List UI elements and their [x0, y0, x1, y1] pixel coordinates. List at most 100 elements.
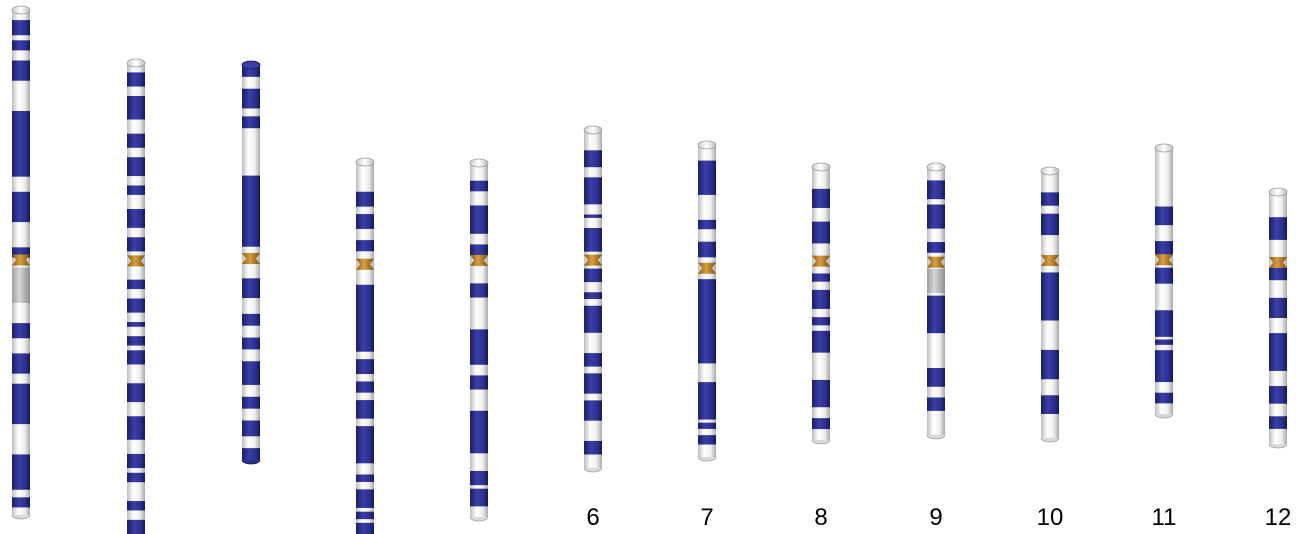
dark-band: [812, 418, 830, 429]
dark-band: [1041, 192, 1059, 205]
dark-band: [242, 338, 260, 350]
chromosome-label: 9: [916, 503, 956, 533]
dark-band: [1155, 340, 1173, 345]
dark-band: [12, 384, 30, 424]
dark-band: [127, 237, 145, 251]
dark-band: [584, 373, 602, 393]
dark-band: [1269, 217, 1287, 240]
bottom-cap: [470, 517, 488, 521]
dark-band: [127, 299, 145, 313]
dark-band: [698, 382, 716, 419]
dark-band: [927, 368, 945, 387]
dark-band: [812, 380, 830, 407]
top-cap: [470, 159, 488, 167]
dark-band: [584, 400, 602, 420]
chromosome-label: 11: [1144, 503, 1184, 533]
dark-band: [356, 400, 374, 419]
dark-band: [12, 20, 30, 35]
dark-band: [812, 273, 830, 281]
chromosome-label: 10: [1030, 503, 1070, 533]
dark-band: [584, 269, 602, 283]
dark-band: [1269, 386, 1287, 404]
top-cap: [584, 126, 602, 134]
bottom-cap: [698, 457, 716, 461]
dark-band: [127, 322, 145, 327]
dark-band: [127, 473, 145, 482]
chromosome-10: [1041, 167, 1059, 442]
bottom-cap: [812, 440, 830, 444]
dark-band: [127, 520, 145, 534]
chromosome-9: [927, 163, 945, 439]
dark-band: [242, 421, 260, 437]
dark-band: [812, 222, 830, 244]
dark-band: [1155, 241, 1173, 254]
dark-band: [470, 181, 488, 192]
dark-band: [12, 192, 30, 222]
bottom-cap: [1155, 414, 1173, 418]
dark-band: [356, 523, 374, 534]
dark-band: [127, 280, 145, 289]
dark-band: [470, 205, 488, 233]
dark-band: [127, 350, 145, 364]
dark-band: [927, 397, 945, 410]
dark-band: [242, 397, 260, 409]
dark-band: [584, 292, 602, 299]
dark-band: [127, 454, 145, 468]
dark-band: [927, 205, 945, 229]
top-cap: [1269, 188, 1287, 196]
top-cap: [1041, 167, 1059, 175]
dark-band: [584, 441, 602, 455]
dark-band: [12, 111, 30, 177]
dark-band: [127, 185, 145, 194]
dark-band: [812, 189, 830, 208]
dark-band: [1269, 333, 1287, 371]
dark-band: [470, 283, 488, 297]
dark-band: [698, 161, 716, 195]
dark-band: [12, 454, 30, 489]
dark-band: [1269, 298, 1287, 318]
chromosome-1: [12, 6, 30, 519]
dark-band: [698, 423, 716, 429]
dark-band: [584, 215, 602, 218]
dark-band: [356, 381, 374, 392]
chromosome-5: [470, 159, 488, 521]
dark-band: [812, 331, 830, 353]
dark-band: [927, 180, 945, 199]
dark-band: [470, 244, 488, 255]
dark-band: [470, 329, 488, 364]
dark-band: [698, 279, 716, 363]
dark-band: [698, 242, 716, 258]
top-cap: [242, 61, 260, 69]
dark-band: [356, 359, 374, 374]
chromosome-7: [698, 141, 716, 461]
dark-band: [242, 278, 260, 298]
dark-band: [127, 336, 145, 345]
dark-band: [1041, 272, 1059, 320]
top-cap: [698, 141, 716, 149]
dark-band: [127, 209, 145, 228]
chromosome-label: 7: [687, 503, 727, 533]
dark-band: [127, 383, 145, 402]
dark-band: [127, 416, 145, 440]
dark-band: [356, 512, 374, 519]
chromosome-2: [127, 59, 145, 534]
dark-band: [12, 61, 30, 81]
heterochromatin-band: [927, 269, 945, 293]
dark-band: [1155, 207, 1173, 226]
top-cap: [812, 163, 830, 171]
dark-band: [242, 176, 260, 247]
dark-band: [1041, 214, 1059, 235]
dark-band: [1269, 268, 1287, 281]
dark-band: [812, 317, 830, 325]
dark-band: [1269, 416, 1287, 429]
bottom-cap: [242, 460, 260, 464]
bottom-cap: [1041, 438, 1059, 442]
chromosome-label: 8: [801, 503, 841, 533]
dark-band: [242, 89, 260, 109]
dark-band: [1155, 310, 1173, 337]
chromosome-label: 6: [573, 503, 613, 533]
dark-band: [584, 353, 602, 367]
top-cap: [356, 158, 374, 166]
dark-band: [584, 150, 602, 167]
